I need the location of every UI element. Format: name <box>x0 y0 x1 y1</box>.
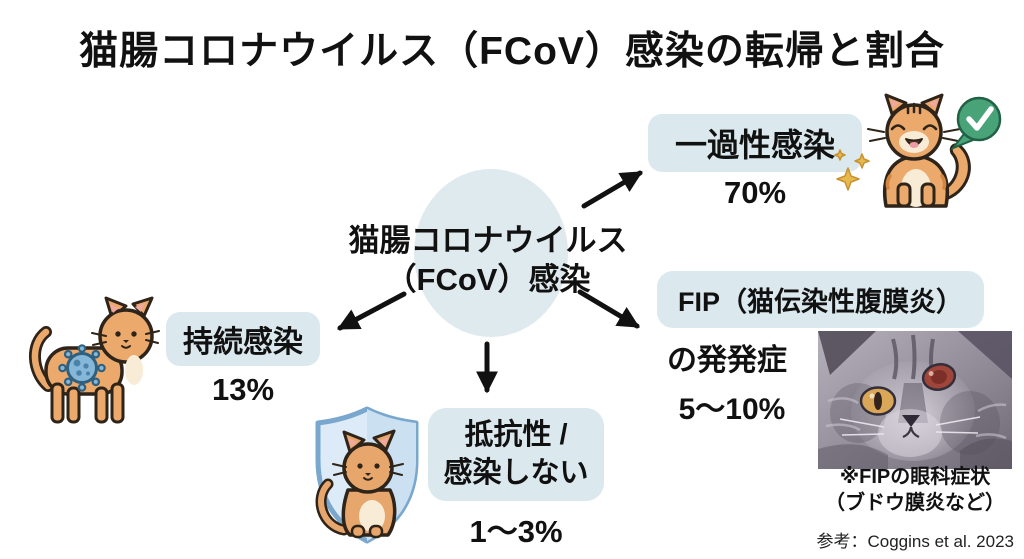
resistant-label-line1: 抵抗性 / <box>464 419 568 451</box>
happy-cat-with-checkmark-icon <box>834 93 1002 208</box>
photo-caption: ※FIPの眼科症状 （ブドウ膜炎など） <box>810 464 1020 516</box>
gray-cat-uveitis-eye-photo <box>818 331 1012 469</box>
source-reference: 参考：Coggins et al. 2023 <box>816 532 1015 551</box>
persistent-label-badge: 持続感染 <box>166 312 320 366</box>
fip-percentage: 5〜10% <box>678 393 786 426</box>
resistant-label-line2: 感染しない <box>443 457 589 490</box>
node-resistant: 抵抗性 / 感染しない 1〜3% <box>428 408 604 551</box>
persistent-percentage: 13% <box>211 372 275 407</box>
normal-eye <box>859 386 897 416</box>
resistant-label-badge: 抵抗性 / 感染しない <box>428 408 604 501</box>
coronavirus-icon <box>58 344 106 392</box>
sparkle-icon <box>834 149 870 191</box>
checkmark-bubble-icon <box>949 96 1002 151</box>
transient-label-badge: 一過性感染 <box>648 114 862 172</box>
standing-cat-with-coronavirus-icon <box>28 296 160 424</box>
photo-caption-line2: （ブドウ膜炎など） <box>825 492 1005 514</box>
resistant-percentage: 1〜3% <box>469 513 563 549</box>
fip-label-suffix: の発発症 <box>667 344 787 377</box>
node-persistent-infection: 持続感染 13% <box>166 312 320 408</box>
page-title: 猫腸コロナウイルス（FCoV）感染の転帰と割合 <box>79 30 945 73</box>
transient-percentage: 70% <box>723 175 787 210</box>
center-node-line2: （FCoV）感染 <box>385 261 591 297</box>
fip-label-badge: FIP（猫伝染性腹膜炎） <box>657 271 984 328</box>
photo-caption-line1: ※FIPの眼科症状 <box>839 466 991 488</box>
uveitis-eye <box>921 363 957 391</box>
center-node-line1: 猫腸コロナウイルス <box>348 223 628 258</box>
cat-protected-by-shield-icon <box>315 406 419 544</box>
arrow-to-transient <box>581 170 643 209</box>
center-node-circle <box>414 169 568 337</box>
node-fip: FIP（猫伝染性腹膜炎） の発発症 5〜10% <box>657 271 984 428</box>
node-transient-infection: 一過性感染 70% <box>648 114 862 211</box>
center-node-label: 猫腸コロナウイルス （FCoV）感染 <box>330 222 646 300</box>
